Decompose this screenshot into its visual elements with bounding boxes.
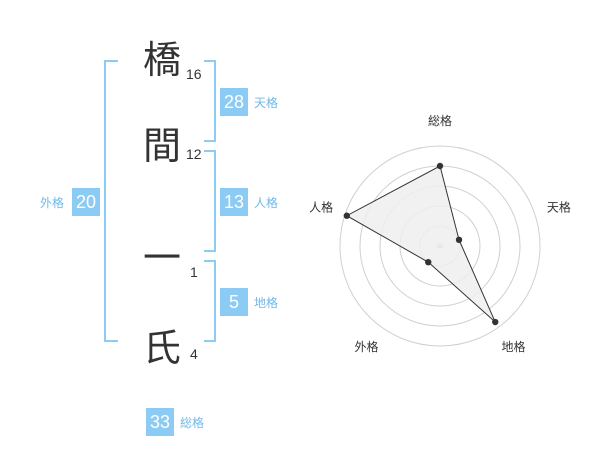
name-char-3: 一	[142, 236, 181, 280]
name-char-2: 間	[142, 124, 181, 168]
chikaku-bracket	[204, 260, 216, 342]
chikaku-value: 5	[220, 288, 248, 316]
name-char-1: 橋	[142, 38, 181, 82]
radar-point-1	[436, 162, 444, 170]
stroke-count-3: 1	[190, 264, 198, 280]
gaikaku-value: 20	[72, 188, 100, 216]
tenkaku-label: 天格	[254, 96, 279, 110]
tenkaku-value: 28	[220, 88, 248, 116]
radar-axis-label-2: 天格	[547, 199, 571, 214]
radar-axis-label-4: 外格	[355, 339, 379, 354]
radar-axis-label-5: 人格	[309, 199, 333, 214]
jinkaku-label: 人格	[254, 196, 279, 210]
gaikaku-label: 外格	[40, 196, 65, 210]
radar-point-3	[492, 318, 499, 326]
jinkaku-value: 13	[220, 188, 248, 216]
chikaku-label: 地格	[254, 296, 279, 310]
radar-point-4	[425, 258, 432, 266]
stroke-count-2: 12	[186, 146, 202, 162]
tenkaku-bracket	[204, 60, 216, 142]
stroke-count-4: 4	[190, 346, 198, 362]
radar-axis-label-1: 総格	[428, 113, 452, 128]
radar-point-2	[455, 236, 463, 244]
radar-polygon	[345, 165, 496, 323]
jinkaku-bracket	[204, 150, 216, 252]
soukaku-value: 33	[146, 408, 174, 436]
radar-grid-ring	[339, 145, 541, 347]
name-char-4: 氏	[142, 326, 181, 370]
radar-point-5	[343, 212, 350, 219]
radar-axis-label-3: 地格	[501, 339, 525, 354]
stroke-count-1: 16	[186, 66, 202, 82]
soukaku-label: 総格	[180, 416, 205, 430]
gaikaku-bracket	[104, 60, 118, 342]
